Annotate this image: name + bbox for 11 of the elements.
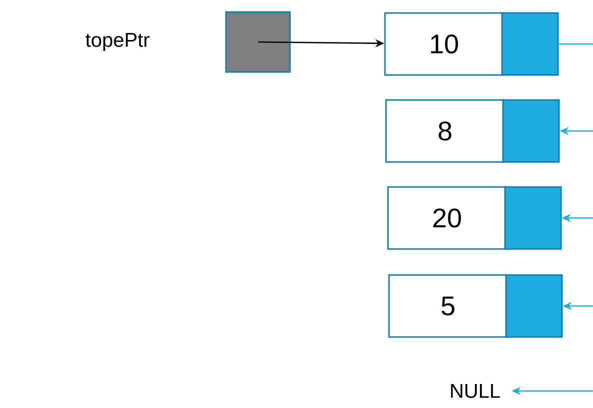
pointer-field xyxy=(505,274,563,338)
pointer-name: topePtr xyxy=(86,33,150,51)
value-box: 5 xyxy=(388,274,508,338)
value-box: 10 xyxy=(384,12,504,76)
value-box: 20 xyxy=(387,186,507,250)
pointer-field xyxy=(502,99,560,163)
value-box: 8 xyxy=(385,99,505,163)
pointer-box xyxy=(225,11,291,73)
null-label: NULL xyxy=(451,384,500,398)
pointer-field xyxy=(501,12,559,76)
pointer-field xyxy=(504,186,562,250)
